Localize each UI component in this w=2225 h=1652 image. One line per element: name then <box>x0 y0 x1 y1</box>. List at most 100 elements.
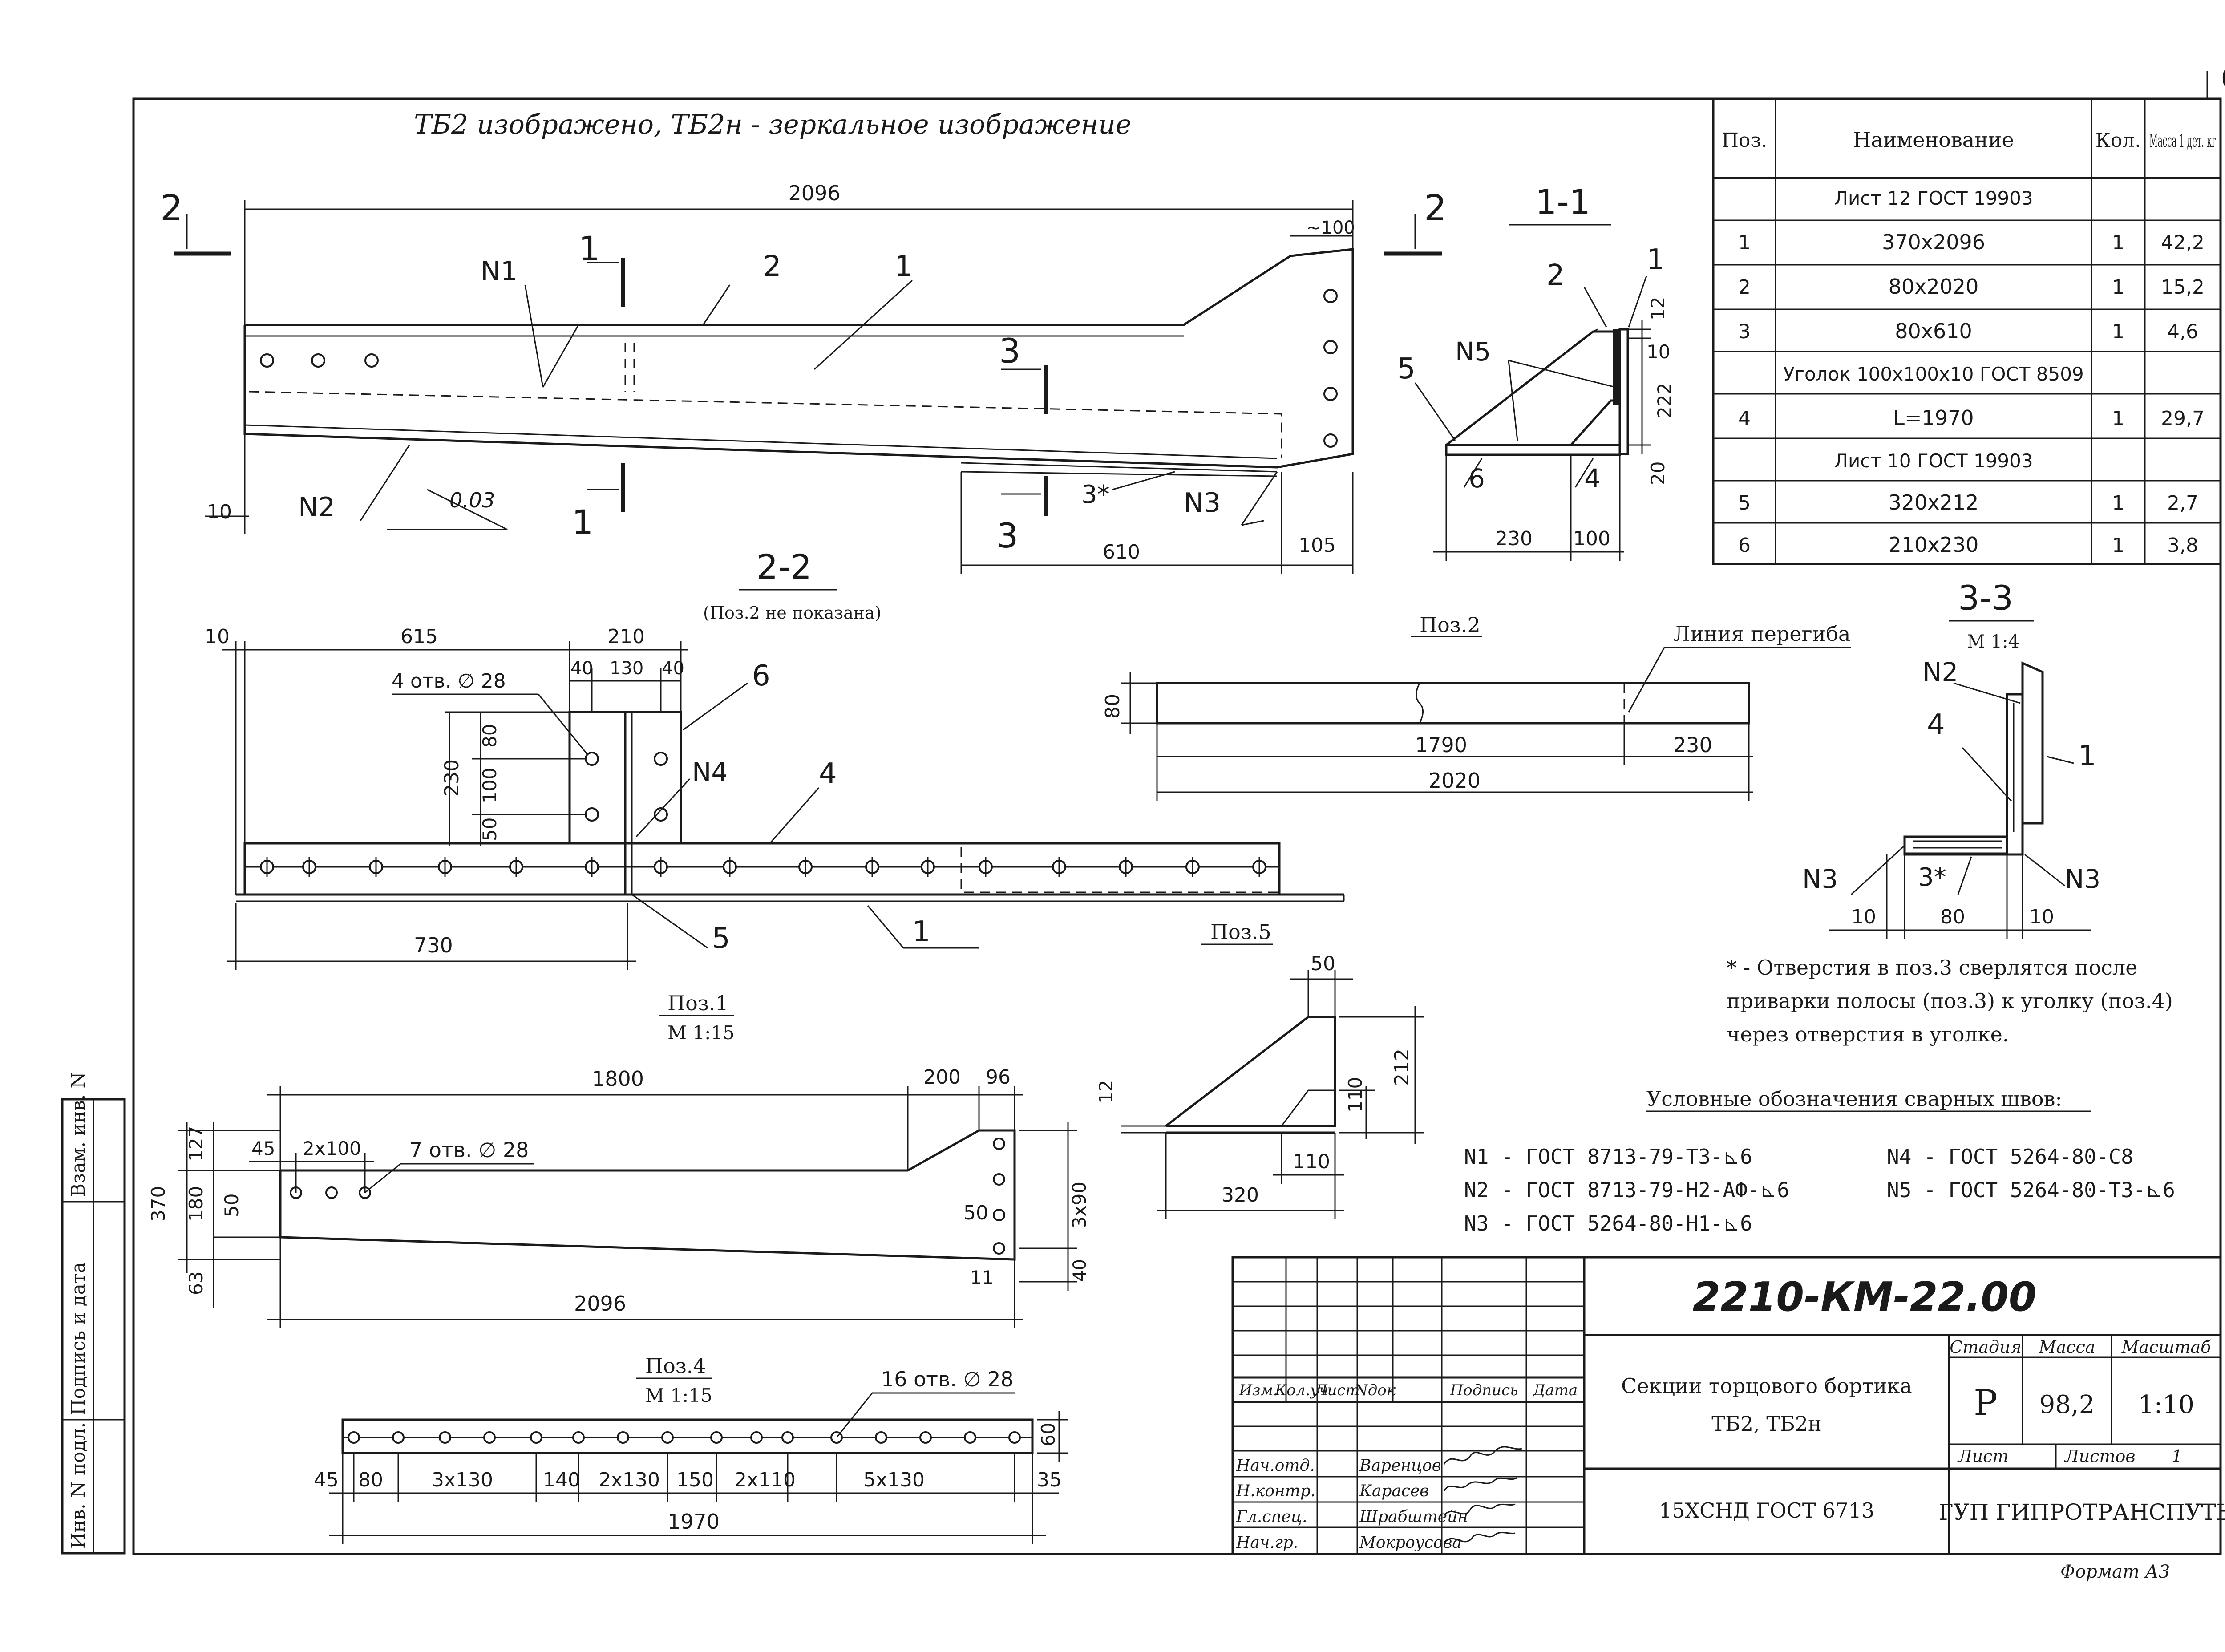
poz1-scale: М 1:15 <box>668 1022 735 1044</box>
s22-pos-1: 1 <box>912 915 930 948</box>
title-block-name: Шрабштейн <box>1359 1508 1468 1526</box>
section-mark-3-top: 3 <box>999 331 1020 371</box>
spec-row-name: 80x2020 <box>1889 275 1979 299</box>
spec-header-name: Наименование <box>1853 128 2014 152</box>
poz1-dim-50a: 50 <box>221 1194 243 1217</box>
poz5-dim-50: 50 <box>1311 952 1335 975</box>
spec-row-pos: 5 <box>1738 492 1751 514</box>
s11-dim-12: 12 <box>1647 297 1669 320</box>
organization-name: ГУП ГИПРОТРАНСПУТЬ <box>1938 1499 2225 1525</box>
page-number: 61 <box>2221 60 2225 97</box>
section-mark-2-left: 2 <box>160 187 183 229</box>
s11-pos-6: 6 <box>1468 463 1485 494</box>
s22-dim-50: 50 <box>479 818 501 841</box>
document-code: 2210-КМ-22.00 <box>1693 1274 2037 1320</box>
weld-legend-n1: N1 - ГОСТ 8713-79-Т3-⊾6 <box>1464 1145 1752 1169</box>
s22-pos-6: 6 <box>752 660 770 692</box>
poz2-dim-230: 230 <box>1673 733 1712 757</box>
s33-dim-80: 80 <box>1940 906 1965 928</box>
poz1-dim-2096: 2096 <box>574 1292 626 1316</box>
material-label: 15ХСНД ГОСТ 6713 <box>1659 1498 1874 1522</box>
elevation-view: 2096 ~100 2 2 1 1 3 3 N1 2 1 N2 <box>160 181 1447 574</box>
s22-dim-10: 10 <box>205 625 230 648</box>
spec-row-pos: 6 <box>1738 534 1751 557</box>
poz5-dim-110h: 110 <box>1293 1150 1330 1173</box>
weld-n2-label: N2 <box>298 492 335 523</box>
s11-dim-222: 222 <box>1654 383 1675 418</box>
spec-row-mass: 2,7 <box>2167 492 2198 514</box>
title-block-col-header: Nдок <box>1354 1381 1396 1399</box>
poz5-dim-320: 320 <box>1222 1184 1259 1207</box>
s22-holes-note: 4 отв. ∅ 28 <box>392 670 506 692</box>
spec-row-name: Уголок 100x100x10 ГОСТ 8509 <box>1783 363 2083 385</box>
elev-dim-105: 105 <box>1299 534 1336 557</box>
bolt-hole <box>964 1431 976 1444</box>
s33-pos-4: 4 <box>1927 709 1945 741</box>
bolt-hole <box>572 1431 585 1444</box>
elev-dim-610: 610 <box>1103 541 1140 563</box>
scale-label: Масштаб <box>2121 1337 2212 1357</box>
bolt-hole <box>710 1431 723 1444</box>
s11-pos-2: 2 <box>1546 259 1565 292</box>
poz4-dim-label: 35 <box>1037 1469 1062 1491</box>
bolt-hole <box>875 1431 887 1444</box>
spec-header-pos: Поз. <box>1722 129 1768 152</box>
elev-pos-1: 1 <box>894 250 913 283</box>
poz4-dim-label: 45 <box>314 1469 339 1491</box>
section-2-2: 2-2 (Поз.2 не показана) 10 615 210 40 13… <box>205 547 1345 970</box>
inv-orig-label: Инв. N подл. <box>67 1422 89 1549</box>
section-3-3: 3-3 М 1:4 N2 4 1 N3 N3 3* 10 80 10 <box>1802 578 2100 939</box>
s11-pos-1: 1 <box>1646 243 1665 276</box>
spec-row-mass: 3,8 <box>2167 534 2198 557</box>
spec-row-name: 80x610 <box>1895 319 1972 343</box>
sheets-label: Листов <box>2064 1446 2136 1466</box>
poz2-dim-80: 80 <box>1101 694 1124 719</box>
scale-value: 1:10 <box>2138 1390 2194 1419</box>
poz1-title: Поз.1 <box>668 991 728 1015</box>
s11-dim-230: 230 <box>1495 527 1533 550</box>
elev-slope: 0.03 <box>449 488 495 512</box>
poz1-dim-180: 180 <box>185 1186 207 1222</box>
s33-weld-n3-right: N3 <box>2065 864 2100 894</box>
s33-weld-n2: N2 <box>1922 657 1958 687</box>
bolt-hole <box>919 1431 932 1444</box>
weld-legend: Условные обозначения сварных швов: N1 - … <box>1464 1087 2175 1235</box>
poz4-holes <box>348 1431 1021 1444</box>
s22-dim-615: 615 <box>400 625 438 648</box>
poz1-dim-40: 40 <box>1070 1259 1090 1282</box>
weld-legend-n4: N4 - ГОСТ 5264-80-С8 <box>1887 1145 2133 1169</box>
spec-row-mass: 15,2 <box>2161 276 2205 299</box>
title-block-roles: Нач.отд.ВаренцовН.контр.КарасевГл.спец.Ш… <box>1236 1457 1468 1552</box>
elev-dim-2096: 2096 <box>788 181 840 205</box>
poz2-dim-1790: 1790 <box>1415 733 1467 757</box>
s11-dim-10: 10 <box>1646 341 1670 363</box>
note-line-1: * - Отверстия в поз.3 сверлятся после <box>1727 956 2137 980</box>
poz4-dim-label: 2x130 <box>599 1469 660 1491</box>
side-stamp: Инв. N подл. Подпись и дата Взам. инв. N <box>61 1072 126 1555</box>
s22-pos-5: 5 <box>712 922 730 955</box>
sign-date-label: Подпись и дата <box>67 1262 89 1415</box>
spec-header-mass: Масса 1 дет. кг <box>2149 131 2216 151</box>
s22-pos-4: 4 <box>819 757 837 790</box>
bolt-hole <box>617 1431 629 1444</box>
section-mark-1-top: 1 <box>578 229 600 268</box>
bolt-hole <box>348 1431 360 1444</box>
s33-dim-10b: 10 <box>2029 906 2054 928</box>
spec-row-name: Лист 12 ГОСТ 19903 <box>1834 187 2033 209</box>
title-block-col-header: Изм. <box>1238 1381 1278 1399</box>
bolt-hole <box>439 1431 451 1444</box>
poz4-dim-label: 80 <box>358 1469 383 1491</box>
s22-dim-230: 230 <box>441 759 463 797</box>
bolt-hole <box>661 1431 674 1444</box>
poz1-dim-200: 200 <box>923 1066 961 1089</box>
spec-row-mass: 42,2 <box>2161 231 2205 254</box>
s22-dim-130: 130 <box>610 658 643 679</box>
s33-pos-3star: 3* <box>1918 863 1946 892</box>
poz1-dim-63: 63 <box>185 1271 207 1295</box>
s22-dim-100: 100 <box>479 768 501 803</box>
bolt-hole <box>750 1431 763 1444</box>
spec-row-pos: 1 <box>1738 231 1751 254</box>
section-2-2-subtitle: (Поз.2 не показана) <box>703 603 882 623</box>
title-block-col-header: Лист <box>1314 1381 1360 1399</box>
